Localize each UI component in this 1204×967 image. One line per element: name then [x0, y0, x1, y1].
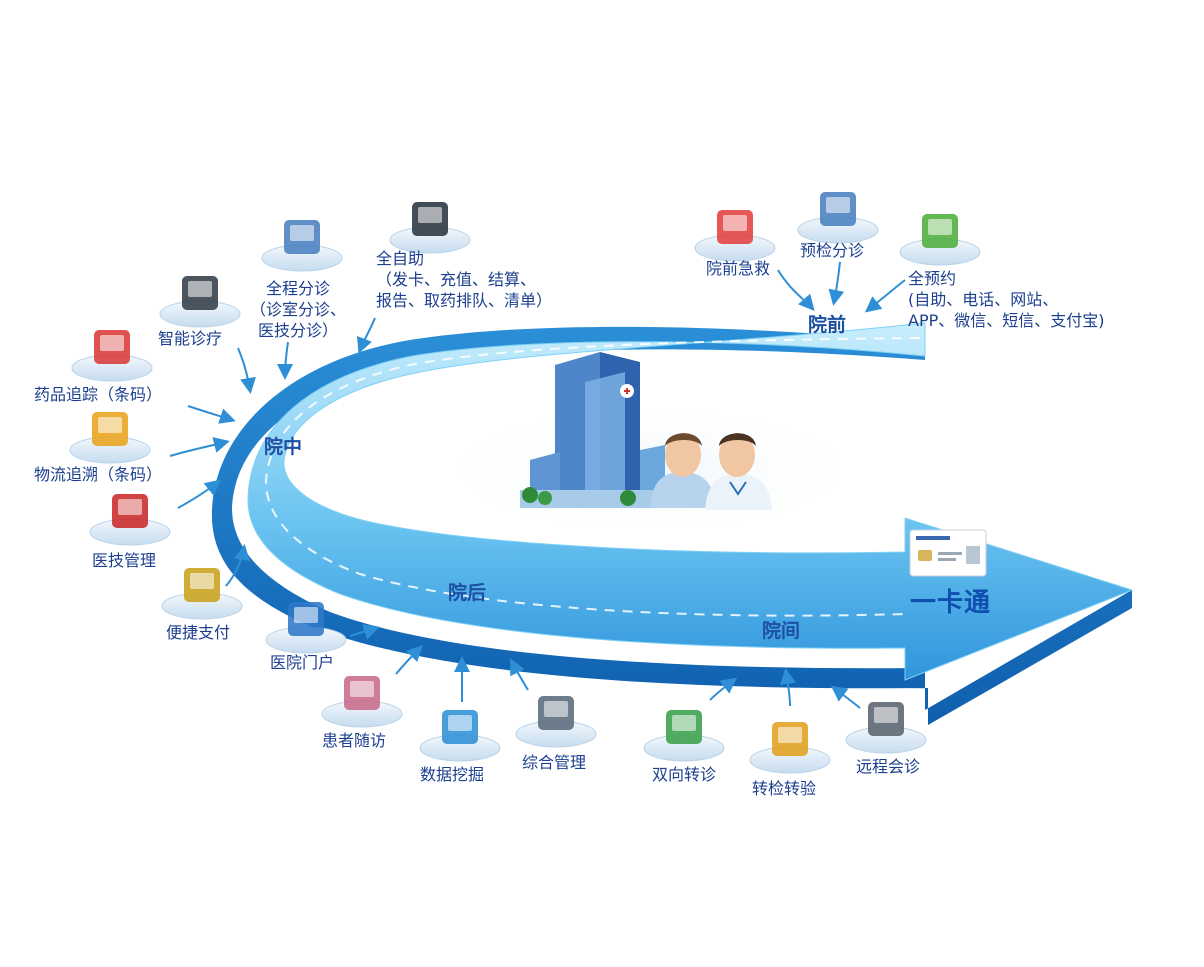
label-full-triage-line3: 医技分诊）	[258, 321, 339, 340]
icon-plate-payment	[161, 568, 243, 620]
icon-plate-self-service	[389, 202, 471, 254]
connector-full-triage	[277, 341, 294, 380]
hospital-building-icon	[520, 352, 680, 508]
id-card-icon	[909, 529, 987, 577]
doctor-icon	[705, 433, 772, 510]
nurse-computer-icon	[284, 220, 320, 254]
test-tube-icon	[772, 722, 808, 756]
connector-payment	[225, 544, 250, 587]
icon-plate-tech-management	[89, 494, 171, 546]
label-referral: 双向转诊	[652, 765, 717, 784]
icon-plate-full-triage	[261, 220, 343, 272]
connector-tech-management	[177, 479, 222, 509]
connector-self-service	[357, 317, 376, 354]
first-aid-box-icon	[112, 494, 148, 528]
icon-plate-smart-diagnosis	[159, 276, 241, 328]
connector-triage	[828, 261, 845, 306]
icon-plate-follow-up	[321, 676, 403, 728]
icon-plate-management	[515, 696, 597, 748]
label-exam-transfer: 转检转验	[752, 779, 817, 798]
ambulance-icon	[717, 210, 753, 244]
icon-plate-exam-transfer	[749, 722, 831, 774]
gear-monitor-icon	[538, 696, 574, 730]
label-logistics-trace: 物流追溯（条码）	[34, 465, 163, 484]
icon-plate-referral	[643, 710, 725, 762]
connector-remote	[830, 685, 861, 709]
label-follow-up: 患者随访	[322, 731, 387, 750]
label-appointment: 全预约 (自助、电话、网站、 APP、微信、短信、支付宝)	[908, 268, 1105, 331]
label-appointment-line1: 全预约	[908, 269, 957, 288]
label-triage: 预检分诊	[800, 241, 865, 260]
label-full-triage-line1: 全程分诊	[266, 279, 331, 298]
connector-smart-diagnosis	[237, 347, 256, 394]
connector-emergency	[777, 269, 815, 312]
connector-drug-trace	[187, 405, 236, 424]
label-drug-trace: 药品追踪（条码）	[34, 385, 163, 404]
icon-plate-logistics-trace	[69, 412, 151, 464]
label-data-mining: 数据挖掘	[420, 765, 485, 784]
connector-referral	[709, 677, 738, 701]
label-smart-diagnosis: 智能诊疗	[158, 329, 223, 348]
label-self-service: 全自助 （发卡、充值、结算、 报告、取药排队、清单）	[376, 248, 552, 311]
label-payment: 便捷支付	[166, 623, 231, 642]
monitor-icon	[288, 602, 324, 636]
phase-label-pre: 院前	[808, 314, 847, 336]
arrow-dash-line	[264, 337, 921, 617]
patient-icon	[650, 433, 716, 508]
calendar-check-icon	[922, 214, 958, 248]
label-self-service-line2: （发卡、充值、结算、	[376, 270, 537, 289]
phase-label-between: 院间	[762, 620, 801, 642]
card-title: 一卡通	[910, 588, 992, 618]
label-emergency: 院前急救	[706, 259, 771, 278]
label-tech-management: 医技管理	[92, 551, 157, 570]
label-full-triage-line2: （诊室分诊、	[250, 300, 347, 319]
label-remote: 远程会诊	[856, 757, 921, 776]
label-management: 综合管理	[522, 753, 587, 772]
connector-exam-transfer	[780, 668, 796, 707]
label-full-triage: 全程分诊 （诊室分诊、 医技分诊）	[250, 278, 346, 341]
icon-plate-appointment	[899, 214, 981, 266]
connector-follow-up	[395, 645, 423, 675]
label-portal: 医院门户	[270, 653, 335, 672]
label-appointment-line3: APP、微信、短信、支付宝)	[908, 311, 1105, 330]
dollar-monitor-icon	[184, 568, 220, 602]
medicine-bottle-icon	[94, 330, 130, 364]
connector-appointment	[864, 279, 906, 313]
label-self-service-line1: 全自助	[376, 249, 425, 268]
phase-label-mid: 院中	[264, 436, 303, 458]
arrow-top	[247, 322, 1134, 681]
icon-plate-emergency	[694, 210, 776, 262]
label-self-service-line3: 报告、取药排队、清单）	[376, 291, 553, 310]
monitors-refresh-icon	[666, 710, 702, 744]
icon-plate-portal	[265, 602, 347, 654]
phase-label-post: 院后	[448, 582, 487, 604]
label-appointment-line2: (自助、电话、网站、	[908, 290, 1059, 309]
icon-plate-remote	[845, 702, 927, 754]
stethoscope-phone-icon	[182, 276, 218, 310]
pie-chart-icon	[442, 710, 478, 744]
connector-portal	[349, 624, 380, 640]
icon-plate-triage	[797, 192, 879, 244]
truck-icon	[92, 412, 128, 446]
xray-monitor-icon	[868, 702, 904, 736]
connector-management	[510, 658, 529, 691]
kiosk-icon	[412, 202, 448, 236]
female-patient-icon	[344, 676, 380, 710]
nurse-computer-icon	[820, 192, 856, 226]
connector-logistics-trace	[169, 437, 230, 457]
icon-plate-data-mining	[419, 710, 501, 762]
icon-plate-drug-trace	[71, 330, 153, 382]
